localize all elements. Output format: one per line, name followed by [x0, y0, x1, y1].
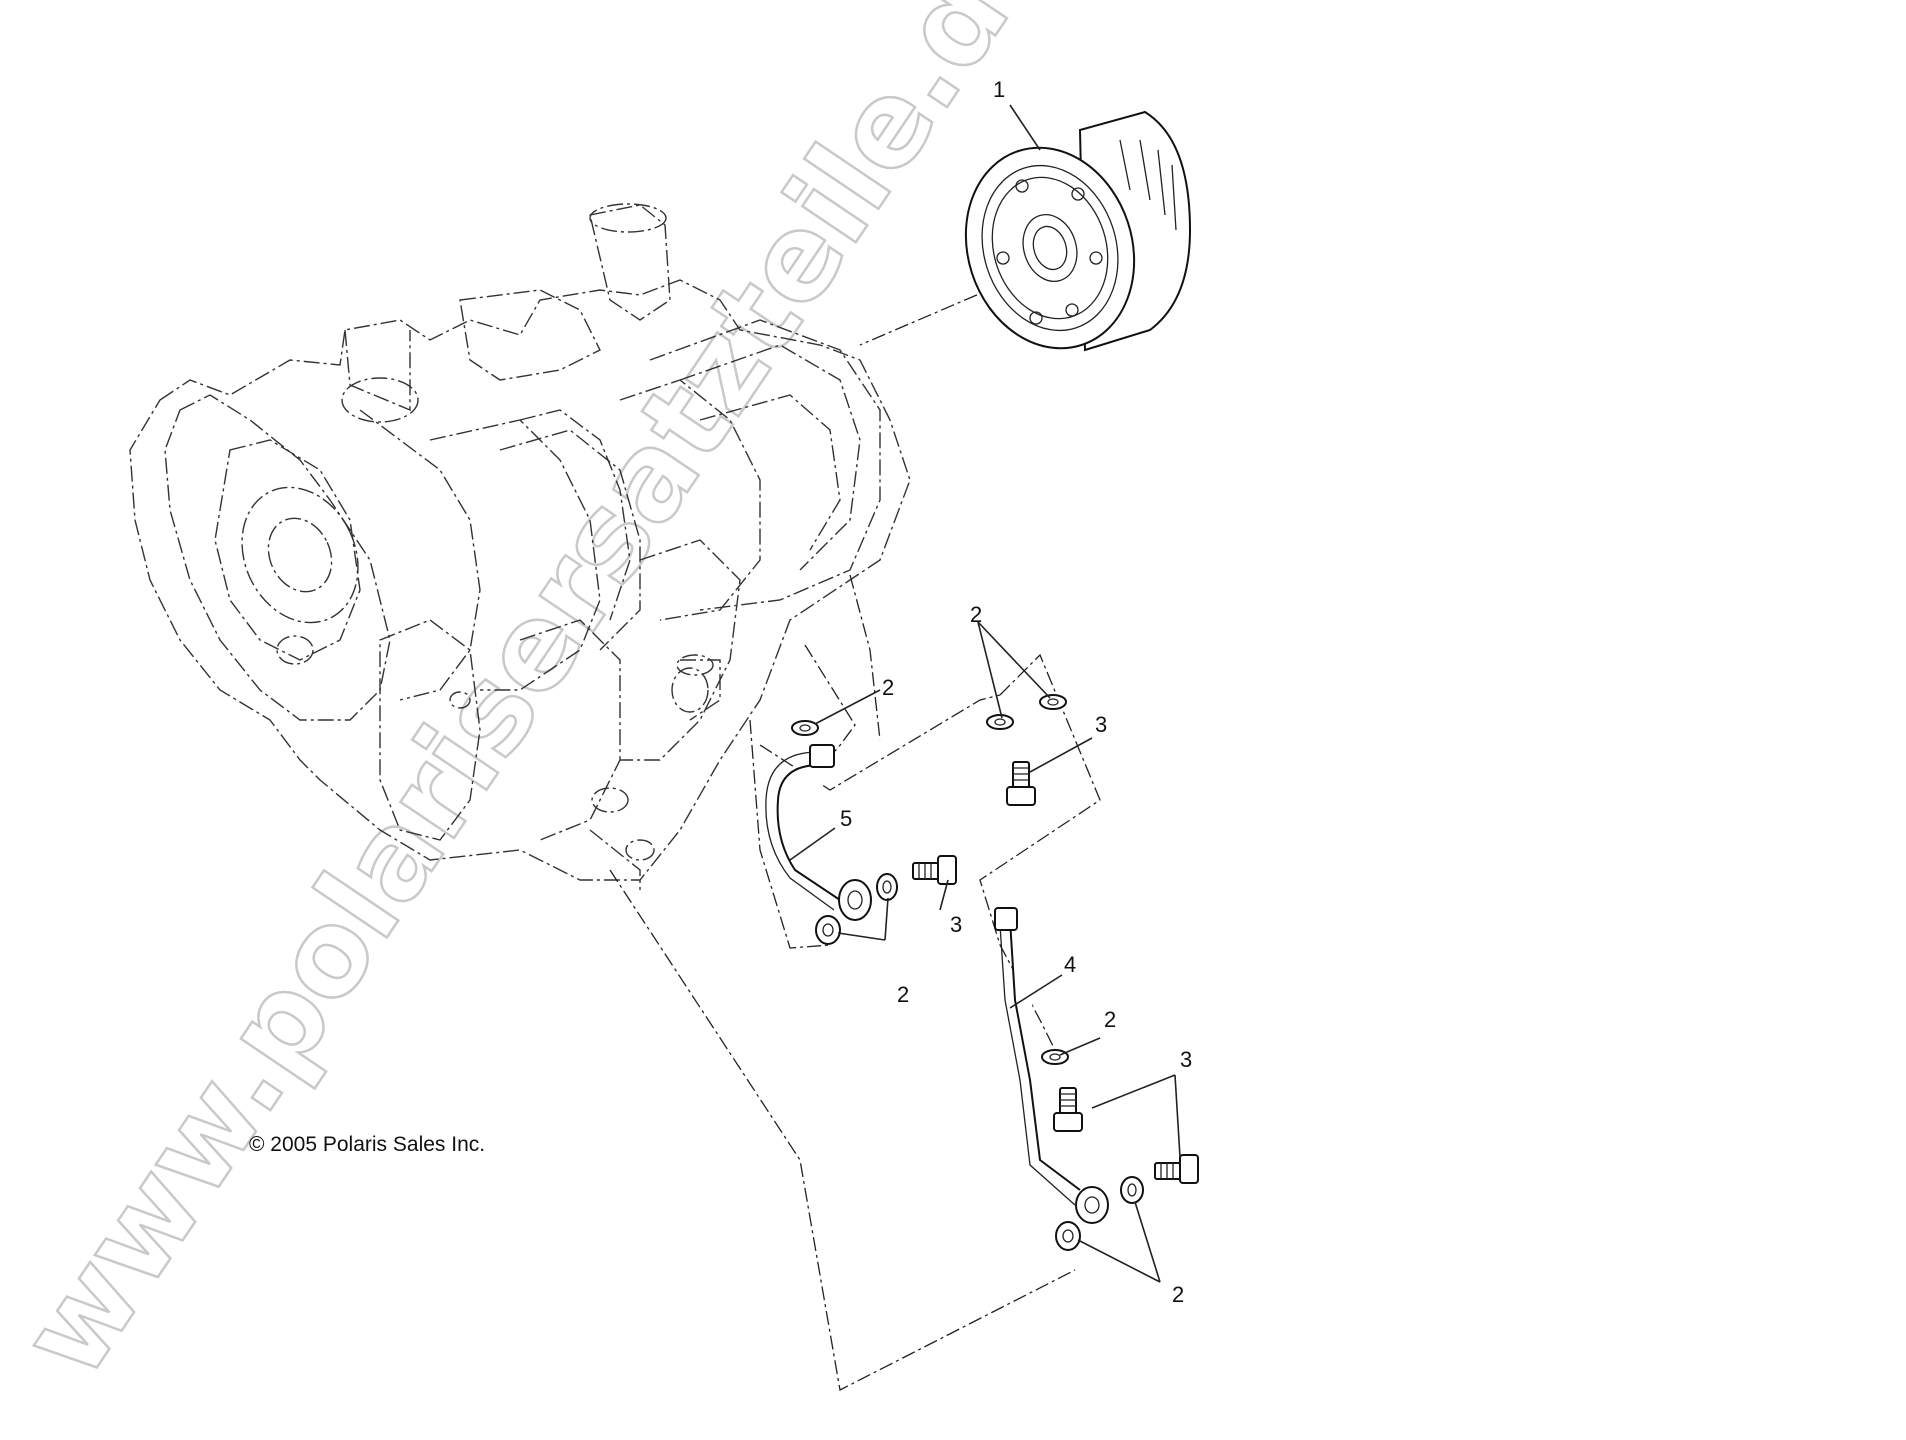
- washer-3: [1039, 694, 1067, 710]
- callout-2-line4-washers: 2: [1172, 1282, 1184, 1307]
- washer-8: [1055, 1221, 1081, 1251]
- engine-crankcase-outline: [129, 203, 911, 890]
- bolt-1: [1006, 761, 1036, 806]
- washer-6: [1041, 1049, 1069, 1065]
- oil-filter: [964, 110, 1192, 352]
- copyright-notice: © 2005 Polaris Sales Inc.: [249, 1133, 486, 1156]
- watermark-text: www.polarisersatzteile.de: [0, 0, 1082, 1402]
- callout-3-lower: 3: [1180, 1047, 1192, 1072]
- oil-line-lower: [994, 907, 1109, 1224]
- bolt-3: [1053, 1087, 1083, 1132]
- washer-4: [876, 873, 898, 901]
- callout-2-upper-left: 2: [882, 675, 894, 700]
- bolt-2: [912, 855, 957, 885]
- callout-labels: 1 2 2 2 2 2 3 3 3 4 5: [840, 77, 1192, 1307]
- callout-4: 4: [1064, 952, 1076, 977]
- oil-line-upper: [765, 744, 872, 921]
- callout-1: 1: [993, 77, 1005, 102]
- assembly-alignment-lines: [609, 284, 1101, 1391]
- bolt-4: [1154, 1154, 1199, 1184]
- callout-3-middle: 3: [950, 912, 962, 937]
- washers: [791, 694, 1144, 1251]
- callout-5: 5: [840, 806, 852, 831]
- callout-2-middle: 2: [1104, 1007, 1116, 1032]
- callout-2-upper-right: 2: [970, 602, 982, 627]
- callout-3-upper: 3: [1095, 712, 1107, 737]
- washer-7: [1120, 1176, 1144, 1204]
- washer-1: [791, 720, 819, 736]
- banjo-bolts: [912, 761, 1199, 1184]
- washer-5: [815, 915, 841, 945]
- callout-2-line5-washers: 2: [897, 982, 909, 1007]
- leader-lines: [789, 104, 1181, 1283]
- washer-2: [986, 714, 1014, 730]
